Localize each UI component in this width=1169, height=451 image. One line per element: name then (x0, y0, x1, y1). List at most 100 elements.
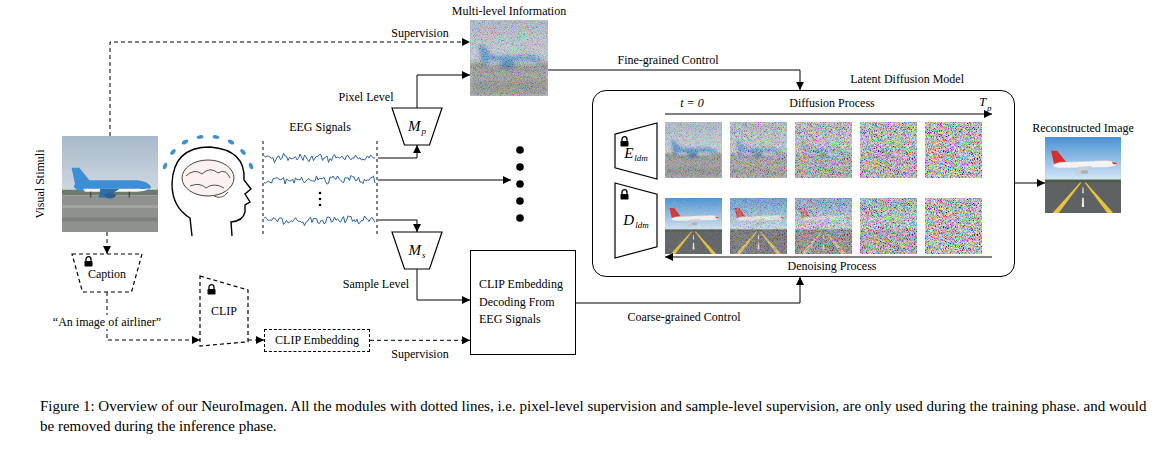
decoder-module: Ms (392, 232, 442, 269)
head-drawing-part (186, 170, 230, 178)
edge-label: “An image of airliner” (51, 315, 163, 329)
lock-icon-part (621, 194, 629, 200)
electrodes-part (169, 148, 176, 156)
eeg-waveforms-part (264, 175, 375, 184)
more-levels-dots-part (516, 197, 524, 205)
diffusion-row-part (860, 122, 917, 178)
decoder-module: Mp (392, 108, 442, 145)
multilevel-image-part (470, 20, 548, 96)
diffusion-row-part-part (665, 122, 722, 178)
connector (370, 340, 470, 341)
electrodes-part (227, 139, 235, 146)
connector (417, 269, 470, 300)
frozen-module: CLIP (200, 276, 248, 346)
denoising-row-part (860, 198, 917, 254)
symbol-letter: D (623, 212, 634, 228)
lock-icon-part (209, 285, 214, 289)
denoising-row-part-part (795, 198, 852, 254)
edge-label: Supervision (389, 26, 450, 40)
annotation-label: Denoising Process (788, 260, 877, 274)
stimulus-image-part (62, 136, 158, 232)
diffusion-row-part-part (665, 122, 722, 178)
node-heading: Latent Diffusion Model (850, 72, 964, 86)
connector (378, 145, 417, 158)
symbol-letter: M (408, 242, 421, 258)
denoising-row-part-part (730, 198, 787, 254)
multilevel-image (470, 20, 548, 96)
head-drawing (172, 147, 251, 236)
frozen-module: Dldm (615, 183, 657, 258)
denoising-row-part-part (925, 198, 982, 254)
lock-icon-part (86, 257, 91, 261)
eeg-waveforms-part (377, 141, 378, 236)
diffusion-row-part-part (795, 122, 852, 178)
diffusion-row-part-part (795, 122, 852, 178)
symbol-label: Dldm (623, 212, 648, 230)
annotation-label: T (979, 95, 986, 110)
connector (248, 340, 264, 341)
node-heading: Reconstructed Image (1032, 121, 1134, 135)
electrodes-part (162, 162, 168, 170)
multilevel-image-part (470, 20, 548, 96)
more-levels-dots-part (516, 146, 524, 154)
node-outline-shape (200, 276, 248, 346)
node-outline-shape (615, 183, 657, 258)
electrodes-part (248, 162, 254, 170)
more-levels-dots (516, 146, 524, 222)
node-outline-shape (615, 123, 657, 179)
signal-node: EEG Signals (262, 118, 378, 236)
symbol-subscript: ldm (635, 220, 649, 230)
image-node: Multi-level Information (470, 20, 548, 96)
lock-icon (84, 256, 93, 267)
frozen-module: Caption (72, 254, 142, 292)
edge-label: Sample Level (341, 277, 411, 291)
model-panel: Latent Diffusion ModelEldmDldm (592, 90, 1015, 277)
diffusion-row-part-part (795, 122, 852, 178)
lock-icon-part (208, 289, 216, 295)
more-levels-dots-part (516, 214, 524, 222)
denoising-row-part (730, 198, 787, 254)
symbol-subscript: p (422, 126, 427, 136)
symbol-subscript: s (422, 250, 426, 260)
edge-label: Supervision (389, 347, 450, 361)
node-outline-shape (392, 232, 442, 269)
connector (576, 277, 800, 303)
denoising-row-part-part (795, 198, 852, 254)
node-text: CLIP Embedding Decoding From EEG Signals (479, 276, 567, 328)
denoising-row-part (665, 198, 722, 254)
eeg-waveforms-part (319, 198, 322, 201)
diffusion-arrow (665, 114, 992, 115)
electrodes-part (181, 139, 189, 146)
denoising-row-part-part (860, 198, 917, 254)
eeg-waveforms-part (319, 204, 322, 207)
lock-icon-part (85, 261, 93, 267)
symbol-subscript: ldm (634, 153, 648, 163)
denoising-row-part-part (860, 198, 917, 254)
reconstructed-image (1045, 137, 1121, 213)
denoising-row (665, 198, 982, 254)
edge-label: Pixel Level (337, 90, 396, 104)
node-heading: Multi-level Information (452, 4, 566, 18)
edge-label: Fine-grained Control (616, 53, 721, 67)
denoising-row-part (795, 198, 852, 254)
symbol-label: Mp (408, 118, 426, 136)
eeg-waveforms-part (264, 216, 375, 226)
node-heading: EEG Signals (289, 120, 351, 134)
electrodes-part (212, 135, 219, 140)
diffusion-row-part-part (730, 122, 787, 178)
node-outline (615, 123, 657, 179)
denoising-row-part-part (730, 198, 787, 254)
image-node: Reconstructed Image (1045, 137, 1121, 213)
symbol-letter: M (408, 118, 421, 134)
electrodes-part (196, 135, 203, 140)
multilevel-image-part (470, 20, 548, 96)
connector (110, 42, 470, 136)
connector (107, 232, 108, 254)
lock-icon-part (622, 190, 627, 194)
diffusion-row-part-part (730, 122, 787, 178)
node-outline-shape (72, 254, 142, 292)
lock-icon-part (622, 137, 627, 141)
